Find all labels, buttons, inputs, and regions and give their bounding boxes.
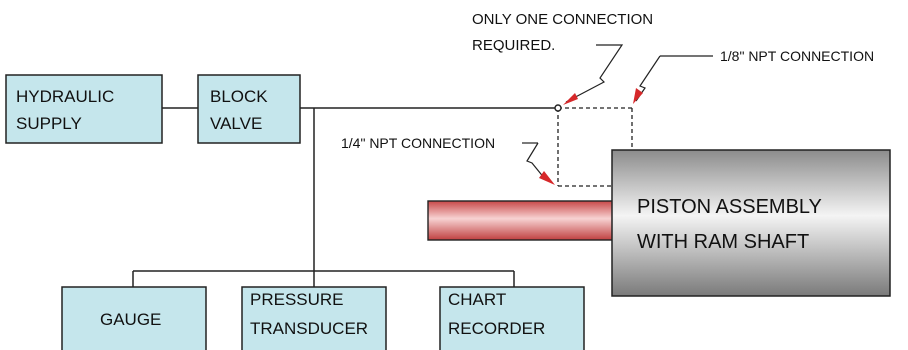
piston-cylinder [611, 149, 891, 297]
svg-text:PRESSURE TRANSDUCER: PRESSURE TRANSDUCER [250, 290, 368, 338]
pressure-transducer-box: PRESSURE TRANSDUCER [241, 286, 387, 350]
red-arrow-quarter-npt [539, 171, 555, 185]
block-valve-label-line2: VALVE [210, 114, 262, 133]
piston-label-line2: WITH RAM SHAFT [637, 231, 809, 253]
hydraulic-supply-box: HYDRAULIC SUPPLY [5, 74, 163, 144]
eighth-npt-callout: 1/8" NPT CONNECTION [633, 48, 874, 104]
piping-lines [132, 107, 558, 287]
pressure-transducer-label-line1: PRESSURE [250, 290, 344, 309]
chart-recorder-label-line2: RECORDER [448, 319, 545, 338]
only-one-connection-line2: REQUIRED. [472, 37, 555, 54]
only-one-connection-callout: ONLY ONE CONNECTION REQUIRED. [472, 11, 657, 105]
red-arrow-only-one [563, 93, 578, 105]
only-one-connection-line1: ONLY ONE CONNECTION [472, 11, 653, 28]
block-valve-label-line1: BLOCK [210, 87, 268, 106]
gauge-box: GAUGE [61, 286, 207, 350]
svg-text:CHART RECORDER: CHART RECORDER [448, 290, 545, 338]
eighth-npt-label: 1/8" NPT CONNECTION [720, 48, 874, 64]
block-valve-box: BLOCK VALVE [197, 74, 301, 144]
svg-text:PISTON ASSEMBLY WITH RAM: PISTON ASSEMBLY WITH RAM SHAFT [637, 196, 827, 253]
chart-recorder-label-line1: CHART [448, 290, 506, 309]
svg-text:GAUGE: GAUGE [100, 310, 161, 329]
junction-node [554, 104, 562, 112]
svg-text:BLOCK VALVE: BLOCK VALVE [210, 87, 272, 133]
piston-label-line1: PISTON ASSEMBLY [637, 196, 822, 218]
chart-recorder-box: CHART RECORDER [439, 286, 585, 350]
hydraulic-supply-label-line2: SUPPLY [16, 114, 82, 133]
gauge-label: GAUGE [100, 310, 161, 329]
piston-assembly: PISTON ASSEMBLY WITH RAM SHAFT [427, 149, 891, 297]
svg-text:HYDRAULIC SUPPLY: HYDRAULIC SUPPLY [16, 87, 119, 133]
pressure-transducer-label-line2: TRANSDUCER [250, 319, 368, 338]
ram-shaft [427, 200, 615, 241]
quarter-npt-label: 1/4" NPT CONNECTION [341, 135, 495, 151]
svg-text:ONLY ONE CONNECTION REQU: ONLY ONE CONNECTION REQUIRED. [472, 11, 657, 54]
hydraulic-supply-label-line1: HYDRAULIC [16, 87, 114, 106]
quarter-npt-callout: 1/4" NPT CONNECTION [341, 135, 555, 185]
red-arrow-eighth-npt [633, 88, 643, 104]
